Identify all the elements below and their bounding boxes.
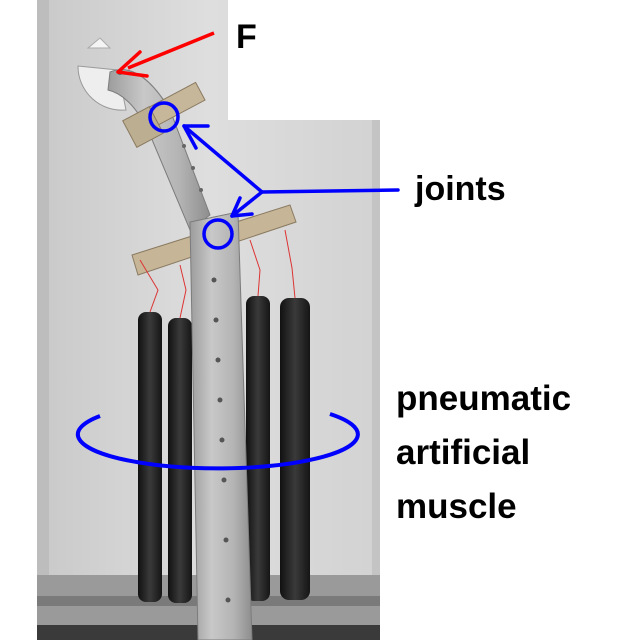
rotation-ellipse-icon <box>75 412 360 471</box>
muscle-label-line-3: muscle <box>396 487 517 526</box>
muscle-label-line-1: pneumatic <box>396 379 572 418</box>
pneumatic-muscles <box>138 229 310 603</box>
muscle-label: pneumatic artificial muscle <box>396 372 611 534</box>
upper-arm-segment <box>107 69 211 231</box>
joint-lower-circle-icon <box>202 218 234 250</box>
force-arrow-icon <box>116 31 215 78</box>
joint-arrows-icon <box>182 124 400 218</box>
joint-upper-circle-icon <box>148 101 180 133</box>
joints-label: joints <box>415 170 506 208</box>
joint-markers <box>148 101 234 250</box>
lower-arm-plate <box>189 211 253 640</box>
force-label: F <box>236 18 257 56</box>
muscle-label-line-2: artificial <box>396 433 531 472</box>
